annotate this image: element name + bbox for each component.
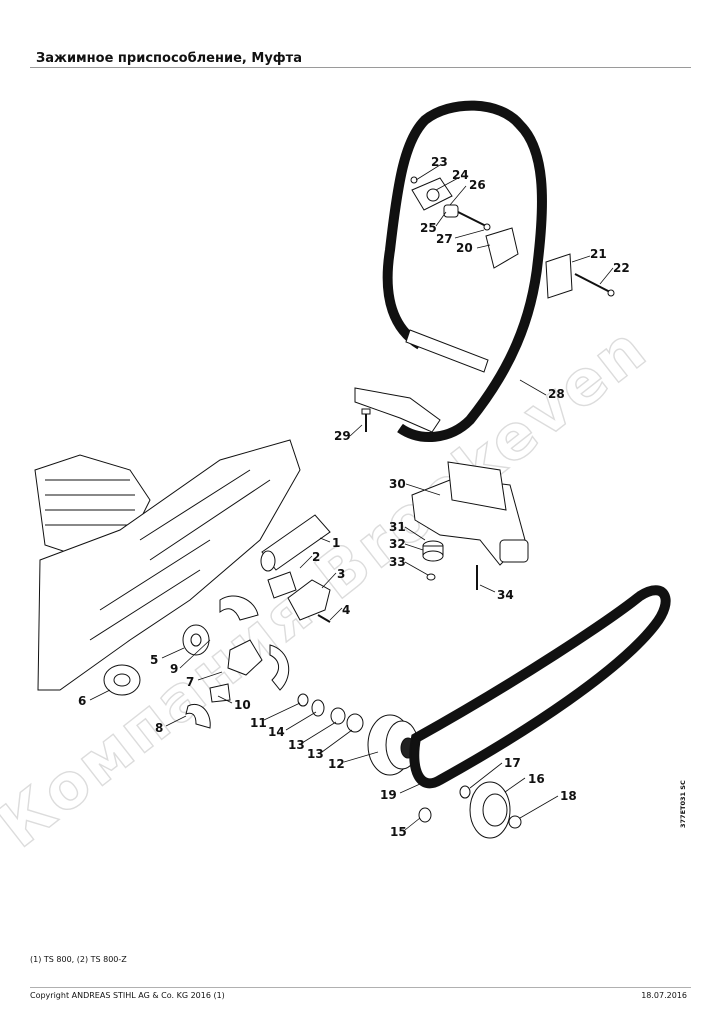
callout-labels: 1 2 3 4 5 6 7 8 9 10 11 12 13 13 14 15 1…: [78, 155, 630, 839]
model-footnote: (1) TS 800, (2) TS 800-Z: [30, 955, 127, 964]
part-7-clutch-carrier: [185, 595, 290, 729]
callout-18: 18: [560, 789, 577, 803]
callout-4: 4: [342, 603, 350, 617]
callout-16: 16: [528, 772, 545, 786]
callout-1: 1: [332, 536, 340, 550]
callout-28: 28: [548, 387, 565, 401]
callout-5: 5: [150, 653, 158, 667]
callout-14: 14: [268, 725, 285, 739]
callout-3: 3: [337, 567, 345, 581]
drawing-code: 377ET031 SC: [679, 780, 687, 828]
callout-27: 27: [436, 232, 453, 246]
callout-33: 33: [389, 555, 406, 569]
part-24-bracket: [410, 176, 491, 231]
page-title: Зажимное приспособление, Муфта: [36, 51, 302, 66]
callout-34: 34: [497, 588, 514, 602]
part-11-14-13-rings: [297, 693, 364, 733]
part-19-v-belt: [409, 585, 671, 789]
part-29-screw: [361, 408, 371, 432]
callout-26: 26: [469, 178, 486, 192]
part-20-block: [485, 227, 519, 269]
callout-11: 11: [250, 716, 267, 730]
date-text: 18.07.2016: [641, 991, 687, 1000]
callout-25: 25: [420, 221, 437, 235]
callout-29: 29: [334, 429, 351, 443]
callout-31: 31: [389, 520, 406, 534]
part-5-disc: [182, 624, 210, 656]
callout-6: 6: [78, 694, 86, 708]
callout-2: 2: [312, 550, 320, 564]
callout-10: 10: [234, 698, 251, 712]
callout-12: 12: [328, 757, 345, 771]
callout-17: 17: [504, 756, 521, 770]
callout-8: 8: [155, 721, 163, 735]
callout-30: 30: [389, 477, 406, 491]
part-21-clamp: [545, 253, 615, 299]
callout-13a: 13: [288, 738, 305, 752]
leader-lines: [89, 164, 614, 831]
callout-24: 24: [452, 168, 469, 182]
callout-19: 19: [380, 788, 397, 802]
callout-23: 23: [431, 155, 448, 169]
callout-32: 32: [389, 537, 406, 551]
copyright-text: Copyright ANDREAS STIHL AG & Co. KG 2016…: [30, 991, 225, 1000]
engine-housing: [34, 439, 301, 691]
callout-9: 9: [170, 662, 178, 676]
callout-21: 21: [590, 247, 607, 261]
part-28-frame: [354, 100, 547, 442]
header-divider: [30, 67, 691, 68]
part-6-drum: [103, 664, 141, 696]
callout-15: 15: [390, 825, 407, 839]
part-16-pulley: [418, 781, 522, 839]
callout-20: 20: [456, 241, 473, 255]
callout-22: 22: [613, 261, 630, 275]
part-32-buffer: [422, 540, 478, 590]
part-1-sleeve: [260, 514, 331, 572]
part-30-plate: [411, 461, 529, 566]
callout-7: 7: [186, 675, 194, 689]
part-3-housing: [287, 579, 331, 623]
part-2-bearing: [267, 571, 297, 599]
footer-divider: [30, 987, 691, 988]
callout-13b: 13: [307, 747, 324, 761]
